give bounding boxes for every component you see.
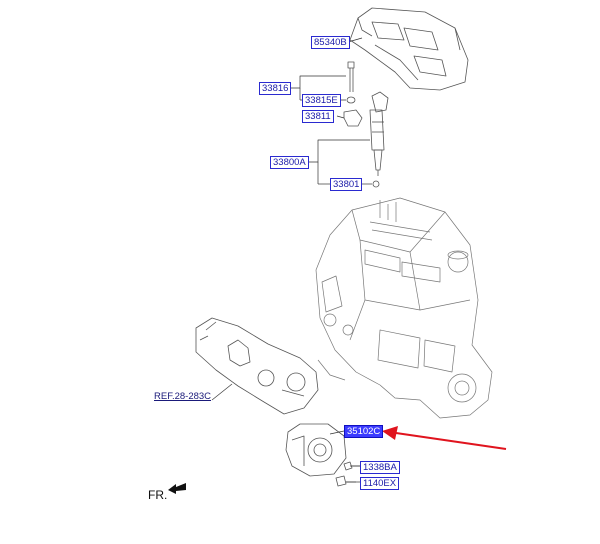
label-33801[interactable]: 33801 — [330, 178, 363, 191]
label-35102c[interactable]: 35102C — [344, 425, 384, 438]
arrow-icon — [168, 483, 186, 494]
label-1338ba[interactable]: 1338BA — [360, 461, 400, 474]
injector-drawing — [369, 91, 389, 176]
washer-33815e-drawing — [346, 96, 356, 104]
label-85340b[interactable]: 85340B — [311, 36, 350, 49]
egr-cooler-drawing — [195, 317, 319, 415]
ref-label[interactable]: REF.28-283C — [154, 391, 212, 402]
label-33816[interactable]: 33816 — [259, 82, 292, 95]
clamp-33811-drawing — [343, 109, 363, 127]
label-1140ex[interactable]: 1140EX — [360, 477, 400, 490]
bolt-1140ex-drawing — [335, 475, 356, 487]
front-direction-label: FR. — [148, 488, 168, 502]
callout-arrow — [382, 426, 507, 450]
bolt-33816-drawing — [347, 61, 355, 92]
label-33811[interactable]: 33811 — [302, 110, 334, 123]
engine-block-drawing — [315, 197, 493, 419]
egr-valve-drawing — [285, 423, 347, 477]
engine-cover-drawing — [349, 7, 469, 91]
label-33815e[interactable]: 33815E — [302, 94, 341, 107]
seal-33801-drawing — [372, 180, 380, 188]
ref-leader — [211, 383, 233, 401]
label-33800a[interactable]: 33800A — [270, 156, 309, 169]
